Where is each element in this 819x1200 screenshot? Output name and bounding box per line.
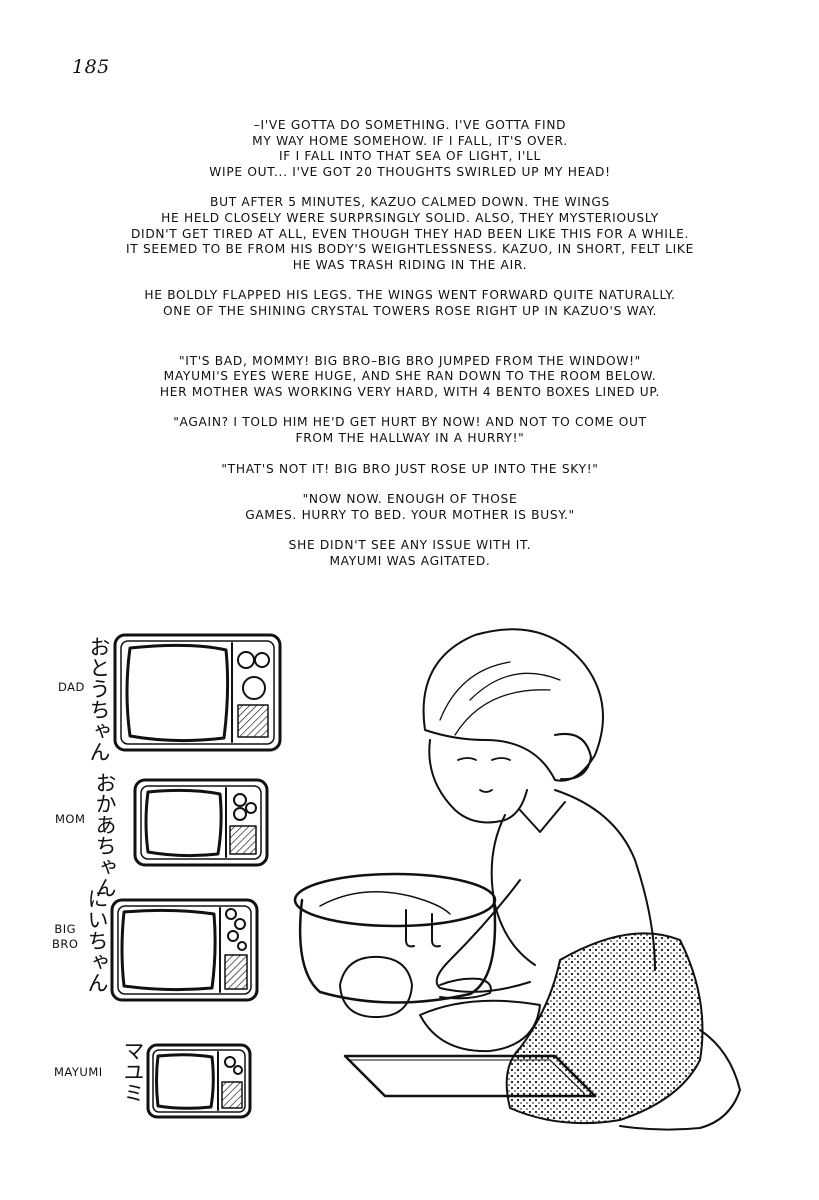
text-line: didn't get tired at all, even though the…	[130, 226, 690, 241]
label-mom: Mom	[55, 812, 86, 826]
text-line: Mayumi was agitated.	[329, 553, 491, 568]
text-line: Mayumi's eyes were huge, and she ran dow…	[163, 369, 657, 384]
text-line: –I've gotta do something. I've gotta fin…	[253, 118, 567, 132]
paragraph: He boldly flapped his legs. The wings we…	[60, 288, 760, 319]
paragraph: "That's not it! Big Bro just rose up int…	[60, 462, 760, 478]
text-line: "Again? I told him he'd get hurt by now!…	[173, 415, 647, 430]
text-line: If I fall into that sea of light, I'll	[278, 149, 541, 164]
text-line: he was trash riding in the air.	[292, 257, 528, 272]
bento-box-big-bro	[110, 898, 259, 1002]
label-big-bro-jp: にいちゃん	[85, 888, 109, 993]
rice-pot	[293, 872, 497, 1004]
paragraph: –I've gotta do something. I've gotta fin…	[60, 118, 760, 180]
text-line: from the hallway in a hurry!"	[295, 430, 525, 445]
bento-box-dad	[113, 633, 282, 752]
page-number: 185	[72, 56, 110, 78]
text-line: "That's not it! Big Bro just rose up int…	[221, 461, 599, 476]
text-line: One of the shining crystal towers rose r…	[162, 303, 658, 318]
bento-box-mom	[133, 778, 269, 867]
label-big-bro-line-1: Big	[54, 922, 77, 936]
paragraph: "It's bad, Mommy! Big Bro–Big Bro jumped…	[60, 354, 760, 401]
paragraph: "Now now. Enough of those games. Hurry t…	[60, 492, 760, 523]
text-line: "It's bad, Mommy! Big Bro–Big Bro jumped…	[178, 353, 641, 368]
label-mayumi: Mayumi	[54, 1065, 103, 1079]
bento-box-mayumi	[146, 1043, 252, 1119]
label-mayumi-jp: マユミ	[121, 1040, 145, 1103]
label-big-bro: Big Bro	[52, 922, 78, 952]
text-line: my way home somehow. If I fall, it's ove…	[252, 133, 568, 148]
paragraph: "Again? I told him he'd get hurt by now!…	[60, 415, 760, 446]
text-line: It seemed to be from his body's weightle…	[125, 242, 695, 257]
label-mom-jp: おかあちゃん	[93, 772, 117, 898]
prose-block: –I've gotta do something. I've gotta fin…	[60, 118, 760, 584]
rice-ball	[339, 955, 413, 1018]
text-line: She didn't see any issue with it.	[288, 538, 532, 553]
label-big-bro-line-2: Bro	[52, 937, 79, 951]
text-line: wipe out... I've got 20 thoughts swirled…	[209, 164, 611, 179]
text-line: He boldly flapped his legs. The wings we…	[144, 288, 676, 303]
label-dad-jp: おとうちゃん	[87, 636, 111, 762]
paragraph: She didn't see any issue with it. Mayumi…	[60, 538, 760, 569]
paragraph: But after 5 minutes, Kazuo calmed down. …	[60, 195, 760, 273]
text-line: "Now now. Enough of those	[302, 492, 518, 507]
text-line: But after 5 minutes, Kazuo calmed down. …	[210, 195, 610, 210]
label-dad: Dad	[58, 680, 85, 694]
text-line: Her mother was working very hard, with 4…	[159, 384, 661, 399]
text-line: games. Hurry to bed. Your mother is busy…	[245, 507, 575, 522]
text-line: he held closely were surprsingly solid. …	[161, 210, 659, 225]
mother-figure	[419, 628, 741, 1131]
